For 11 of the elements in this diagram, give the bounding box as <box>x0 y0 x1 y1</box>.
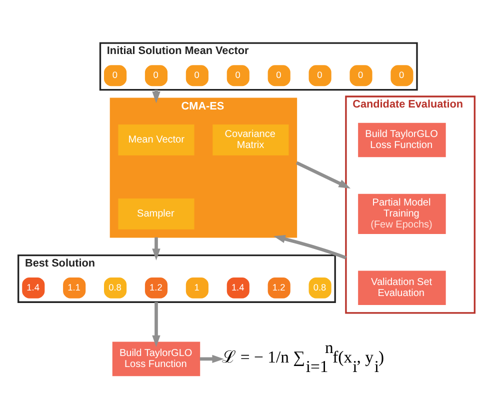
arrow <box>200 354 224 363</box>
node-box: Covariance Matrix <box>212 124 289 155</box>
node-box: Build TaylorGLO Loss Function <box>358 122 446 157</box>
node-box: Build TaylorGLO Loss Function <box>112 341 200 376</box>
node-box: Mean Vector <box>118 124 194 155</box>
arrow <box>152 302 160 347</box>
node-box: Sampler <box>118 198 194 229</box>
arrow <box>152 236 160 260</box>
node-box: Partial Model Training (Few Epochs) <box>358 193 446 234</box>
node-box: Validation Set Evaluation <box>358 270 446 305</box>
arrow <box>296 160 351 188</box>
